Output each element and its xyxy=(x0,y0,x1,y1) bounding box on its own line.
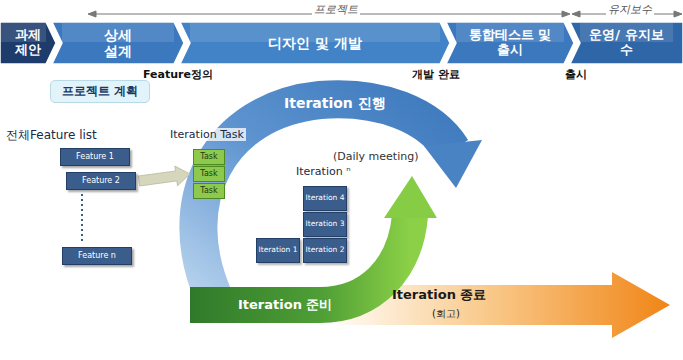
feature-box: Feature 1 xyxy=(60,148,130,166)
iteration-box: Iteration 2 xyxy=(303,238,347,263)
flow-arrow-shape xyxy=(138,166,190,186)
node-text: 상세 설계 xyxy=(98,27,138,59)
iteration-box: Iteration 4 xyxy=(303,186,347,211)
task-box: Task xyxy=(193,183,225,199)
diagram-label: Iteration Task xyxy=(168,128,246,141)
diagram-label: 유지보수 xyxy=(606,2,654,17)
diagram-label: Iteration 준비 xyxy=(238,296,332,314)
node-text: Iteration 4 xyxy=(305,194,345,202)
diagram-label: Iteration 종료 xyxy=(392,286,486,304)
diagram-label: (회고) xyxy=(432,307,460,321)
node-text: Iteration 2 xyxy=(305,246,345,254)
diagram-label: (Daily meeting) xyxy=(333,150,419,163)
feature-ellipsis xyxy=(81,194,83,244)
node-text: Task xyxy=(200,152,217,161)
diagram-label: Feature정의 xyxy=(143,67,213,82)
node-text: Task xyxy=(200,186,217,195)
node-text: Feature n xyxy=(78,251,116,260)
iteration-box: Iteration 3 xyxy=(303,212,347,237)
flow-arrow xyxy=(138,166,190,186)
diagram-label: 프로젝트 xyxy=(312,2,360,17)
phase-chevron: 과제 제안 xyxy=(0,22,56,64)
node-text: 운영/ 유지보수 xyxy=(587,28,667,58)
diagram-label: Iteration 진행 xyxy=(284,95,386,113)
phase-chevron: 운영/ 유지보수 xyxy=(570,22,683,64)
plan-box: 프로젝트 계획 xyxy=(50,80,150,103)
node-text: 디자인 및 개발 xyxy=(235,35,395,51)
diagram-label: Iteration ⁿ xyxy=(296,165,351,178)
node-text: Task xyxy=(200,169,217,178)
node-text: 통합테스트 및 출시 xyxy=(462,28,558,58)
node-text: Feature 1 xyxy=(76,152,114,161)
node-text: Feature 2 xyxy=(82,176,120,185)
diagram-label: 전체Feature list xyxy=(6,127,97,144)
task-box: Task xyxy=(193,166,225,182)
node-text: 과제 제안 xyxy=(11,28,45,58)
phase-chevron: 통합테스트 및 출시 xyxy=(446,22,574,64)
span-arrow xyxy=(88,11,682,17)
task-box: Task xyxy=(193,149,225,165)
feature-box: Feature n xyxy=(62,247,132,265)
iteration-box: Iteration 1 xyxy=(256,238,300,263)
phase-chevron: 상세 설계 xyxy=(52,22,184,64)
iteration-prep-arrow xyxy=(190,176,437,305)
diagram-label: 개발 완료 xyxy=(412,67,460,82)
phase-chevron: 디자인 및 개발 xyxy=(180,22,450,64)
node-text: Iteration 1 xyxy=(258,246,298,254)
node-text: Iteration 3 xyxy=(305,220,345,228)
node-text: 프로젝트 계획 xyxy=(62,85,138,99)
feature-box: Feature 2 xyxy=(66,172,136,190)
diagram-label: 출시 xyxy=(565,67,587,82)
